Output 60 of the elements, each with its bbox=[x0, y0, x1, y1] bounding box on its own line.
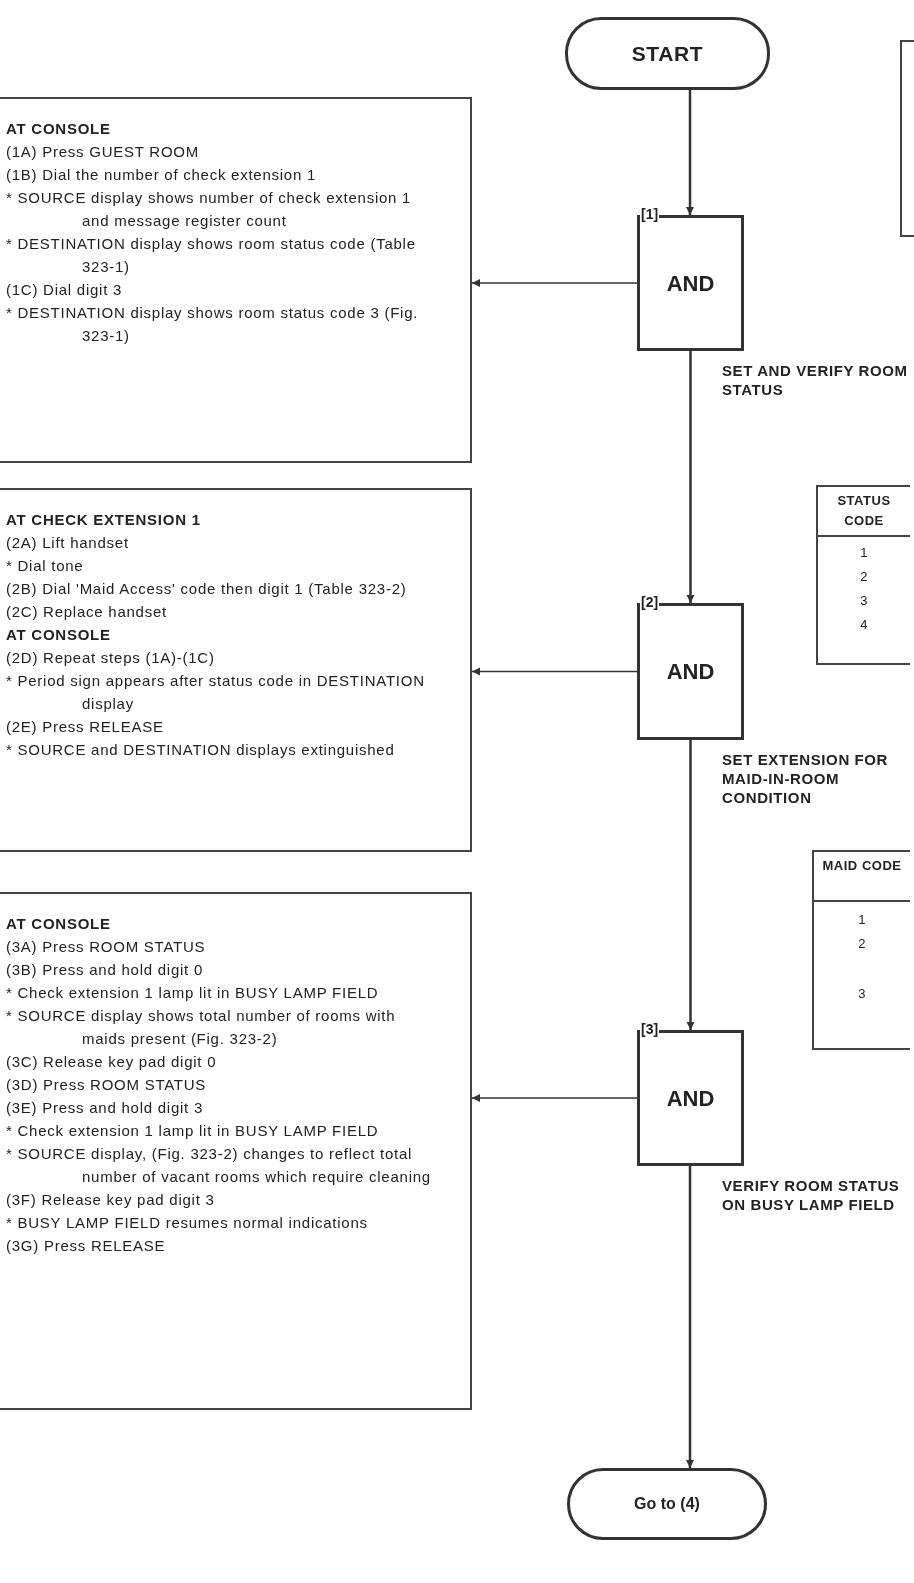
step-text: (1C) Dial digit 3 bbox=[6, 280, 124, 300]
step-text: * Dial tone bbox=[6, 556, 85, 576]
node-label: Go to (4) bbox=[634, 1494, 700, 1514]
step-text: * Check extension 1 lamp lit in BUSY LAMP FIELD bbox=[6, 983, 380, 1003]
arrow bbox=[471, 667, 638, 676]
table-value: 4 bbox=[859, 616, 869, 634]
step-description: VERIFY ROOM STATUS ON BUSY LAMP FIELD bbox=[722, 1176, 901, 1214]
step-text: * SOURCE display shows number of check extension 1 and message register count bbox=[6, 188, 413, 231]
step-bracket bbox=[0, 488, 472, 852]
node-label: AND bbox=[666, 658, 715, 686]
column-header: STATUS CODE bbox=[836, 492, 892, 530]
step-text: (2B) Dial 'Maid Access' code then digit 1 (Table 323-2) bbox=[6, 579, 408, 599]
step-text: * SOURCE display, (Fig. 323-2) changes to reflect total number of vacant rooms which require cleaning bbox=[6, 1144, 432, 1187]
step-text: (1B) Dial the number of check extension 1 bbox=[6, 165, 318, 185]
step-text: * SOURCE and DESTINATION displays extinguished bbox=[6, 740, 396, 760]
step-text: (2D) Repeat steps (1A)-(1C) bbox=[6, 648, 216, 668]
arrow bbox=[686, 90, 694, 215]
table-value: 3 bbox=[857, 985, 867, 1003]
arrow bbox=[686, 351, 695, 603]
arrow bbox=[471, 1094, 638, 1102]
table-value: 1 bbox=[857, 911, 867, 929]
step-text: AT CONSOLE bbox=[6, 914, 112, 934]
node-label: START bbox=[631, 40, 704, 67]
step-text: * BUSY LAMP FIELD resumes normal indications bbox=[6, 1213, 369, 1233]
step-text: (3F) Release key pad digit 3 bbox=[6, 1190, 216, 1210]
table-value: 2 bbox=[859, 568, 869, 586]
step-text: * DESTINATION display shows room status code 3 (Fig. 323-1) bbox=[6, 303, 420, 346]
step-text: (3G) Press RELEASE bbox=[6, 1236, 167, 1256]
table-value: 3 bbox=[859, 592, 869, 610]
table-value: 2 bbox=[857, 935, 867, 953]
step-text: (2C) Replace handset bbox=[6, 602, 168, 622]
node-label: AND bbox=[666, 269, 715, 298]
step-text: (3D) Press ROOM STATUS bbox=[6, 1075, 208, 1095]
step-text: (3B) Press and hold digit 0 bbox=[6, 960, 204, 980]
arrow bbox=[686, 1166, 694, 1468]
step-description: SET AND VERIFY ROOM STATUS bbox=[722, 361, 909, 399]
step-number: [2] bbox=[640, 595, 660, 609]
column-header: MAID CODE bbox=[821, 857, 903, 875]
step-text: (3E) Press and hold digit 3 bbox=[6, 1098, 204, 1118]
step-text: (3A) Press ROOM STATUS bbox=[6, 937, 207, 957]
arrow bbox=[686, 740, 695, 1030]
step-text: (2A) Lift handset bbox=[6, 533, 130, 553]
step-number: [1] bbox=[640, 207, 660, 221]
step-text: * SOURCE display shows total number of rooms with maids present (Fig. 323-2) bbox=[6, 1006, 397, 1049]
node-label: AND bbox=[666, 1084, 715, 1113]
step-text: AT CONSOLE bbox=[6, 625, 112, 645]
step-text: * Period sign appears after status code in DESTINATION display bbox=[6, 671, 426, 714]
step-text: (1A) Press GUEST ROOM bbox=[6, 142, 200, 162]
step-text: * Check extension 1 lamp lit in BUSY LAMP FIELD bbox=[6, 1121, 380, 1141]
step-number: [3] bbox=[640, 1022, 660, 1036]
step-text: AT CHECK EXTENSION 1 bbox=[6, 510, 202, 530]
step-text: AT CONSOLE bbox=[6, 119, 112, 139]
step-text: (3C) Release key pad digit 0 bbox=[6, 1052, 218, 1072]
step-bracket bbox=[0, 97, 472, 463]
step-description: SET EXTENSION FOR MAID-IN-ROOM CONDITION bbox=[722, 750, 890, 807]
step-text: (2E) Press RELEASE bbox=[6, 717, 165, 737]
table-value: 1 bbox=[859, 544, 869, 562]
step-bracket bbox=[0, 892, 472, 1410]
arrow bbox=[471, 279, 638, 287]
step-text: * DESTINATION display shows room status code (Table 323-1) bbox=[6, 234, 417, 277]
